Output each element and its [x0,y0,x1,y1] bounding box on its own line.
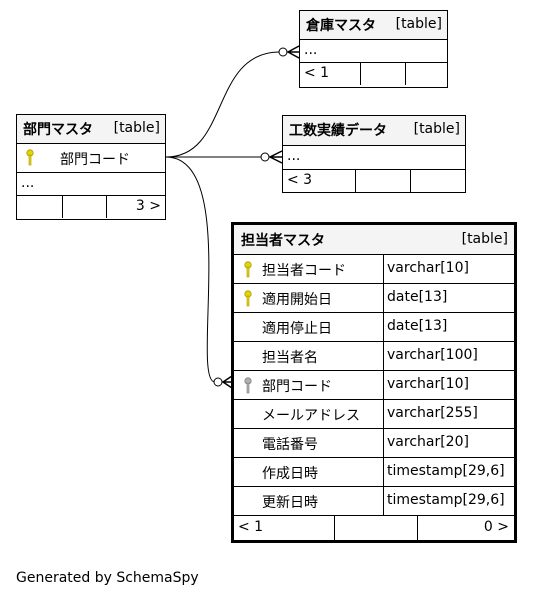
table-name: 工数実績データ [289,123,387,139]
table-row: メールアドレス varchar[255] [234,400,514,429]
table-footer: < 1 [300,63,447,85]
table-kind: [table] [113,120,160,136]
table-header: 部門マスタ [table] [17,115,165,144]
column-type: date[13] [387,318,448,334]
primary-key-icon [244,261,252,278]
column-name: 部門コード [262,379,332,395]
table-row: 電話番号 varchar[20] [234,429,514,458]
crowfoot-souko [286,45,300,59]
column-type: varchar[255] [387,405,478,421]
column-type: varchar[10] [387,376,469,392]
table-row: 担当者名 varchar[100] [234,342,514,371]
footer-parents: < 1 [304,65,330,81]
optional-circle-tantou [213,377,223,387]
column-name: 部門コード [60,152,130,168]
table-row: ... [17,173,165,196]
ellipsis-text: ... [21,175,35,191]
table-tantou[interactable]: 担当者マスタ [table] 担当者コード varchar[10] 適用開始日 dat… [231,222,517,543]
column-type: timestamp[29,6] [387,463,505,479]
table-name: 部門マスタ [23,122,93,138]
generated-by-label: Generated by SchemaSpy [16,570,199,586]
column-name: メールアドレス [262,408,360,424]
column-type: varchar[20] [387,434,469,450]
column-name: 作成日時 [262,466,318,482]
column-type: varchar[100] [387,347,478,363]
ellipsis-text: ... [304,42,318,58]
primary-key-icon [26,149,34,166]
column-type: varchar[10] [387,260,469,276]
table-header: 工数実績データ [table] [283,116,465,146]
table-name: 倉庫マスタ [306,18,376,34]
table-row: 適用停止日 date[13] [234,313,514,342]
table-row: 作成日時 timestamp[29,6] [234,458,514,487]
table-name: 担当者マスタ [241,233,325,249]
column-name: 適用開始日 [262,292,332,308]
column-name: 適用停止日 [262,321,332,337]
table-row: 部門コード [17,144,165,173]
table-header: 担当者マスタ [table] [234,225,514,255]
column-list: 担当者コード varchar[10] 適用開始日 date[13] 適用停止日 date[… [234,255,514,516]
relation-bumon-souko [165,51,281,158]
crowfoot-kousu [268,150,283,164]
table-footer: < 3 [283,170,465,192]
primary-key-icon [244,290,252,307]
footer-parents: < 1 [238,519,264,535]
table-footer: < 1 0 > [234,516,514,540]
footer-children: 0 > [483,519,509,535]
table-kousu[interactable]: 工数実績データ [table] ... < 3 [282,115,466,193]
table-kind: [table] [461,231,508,247]
relation-bumon-tantou [165,156,216,383]
table-kind: [table] [413,121,460,137]
table-row: 担当者コード varchar[10] [234,255,514,284]
table-row: 更新日時 timestamp[29,6] [234,487,514,516]
crowfoot-tantou [221,375,233,389]
column-name: 担当者コード [262,263,346,279]
table-souko[interactable]: 倉庫マスタ [table] ... < 1 [299,10,448,88]
column-name: 電話番号 [262,437,318,453]
table-row: 部門コード varchar[10] [234,371,514,400]
table-row: ... [283,146,465,170]
ellipsis-text: ... [287,148,301,164]
table-kind: [table] [395,16,442,32]
foreign-key-icon [244,377,252,394]
optional-circle-souko [278,47,288,57]
table-bumon[interactable]: 部門マスタ [table] 部門コード ... 3 > [16,114,166,220]
column-name: 担当者名 [262,350,318,366]
table-header: 倉庫マスタ [table] [300,11,447,40]
column-type: date[13] [387,289,448,305]
table-row: ... [300,40,447,63]
footer-parents: < 3 [287,172,313,188]
column-name: 更新日時 [262,495,318,511]
footer-children: 3 > [135,198,161,214]
column-type: timestamp[29,6] [387,492,505,508]
table-footer: 3 > [17,196,165,218]
optional-circle-kousu [260,152,270,162]
table-row: 適用開始日 date[13] [234,284,514,313]
